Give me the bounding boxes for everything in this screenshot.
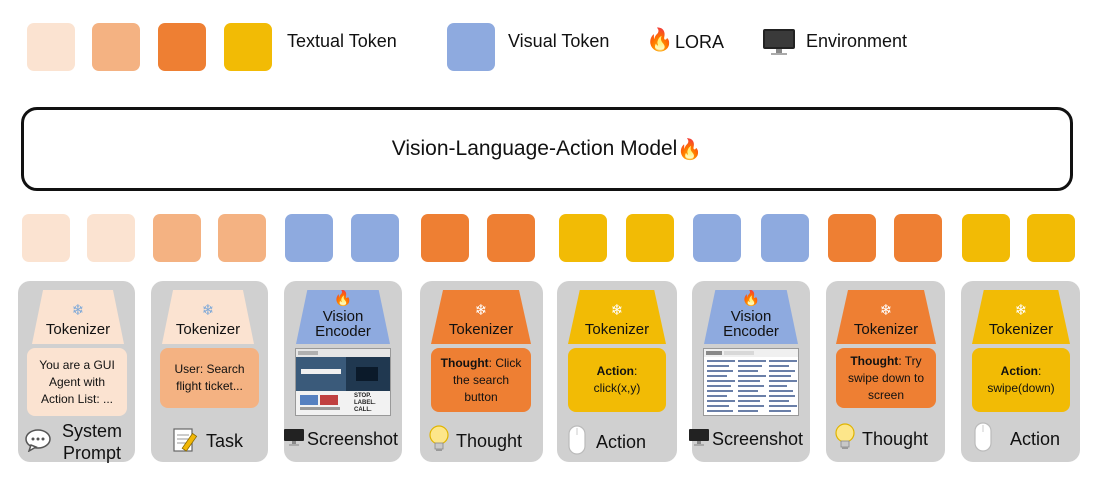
footer-thought-1: Thought: [428, 424, 522, 459]
snowflake-icon: ❄: [610, 302, 624, 319]
system-prompt-text: You are a GUI Agent with Action List: ..…: [27, 348, 127, 416]
legend-swatch-textual-light: [27, 23, 75, 71]
vision-encoder-1: 🔥 Vision Encoder: [296, 290, 390, 344]
snowflake-icon: ❄: [1014, 302, 1028, 319]
snowflake-icon: ❄: [879, 302, 893, 319]
fire-icon: 🔥: [646, 27, 674, 52]
tokenizer-thought-1: ❄ Tokenizer: [431, 290, 531, 344]
tokenizer-system-prompt: ❄ Tokenizer: [32, 290, 124, 344]
footer-screenshot-2: Screenshot: [688, 428, 803, 451]
screenshot-thumbnail: [703, 348, 799, 416]
thought-text-2: Thought: Try swipe down to screen: [836, 348, 936, 408]
token-square: [218, 214, 266, 262]
monitor-icon: [762, 28, 796, 61]
token-square: [626, 214, 674, 262]
footer-thought-2: Thought: [834, 422, 928, 457]
token-square: [22, 214, 70, 262]
tokenizer-task: ❄ Tokenizer: [162, 290, 254, 344]
mouse-icon: [974, 422, 992, 457]
footer-system-prompt: System Prompt: [25, 420, 128, 464]
action-text-2: Action: swipe(down): [972, 348, 1070, 412]
token-square: [285, 214, 333, 262]
screenshot-thumbnail: STOP. LABEL. CALL.: [295, 348, 391, 416]
mouse-icon: [568, 425, 586, 460]
legend-swatch-textual-mid: [92, 23, 140, 71]
token-square: [559, 214, 607, 262]
vla-model-box: Vision-Language-Action Model🔥: [21, 107, 1073, 191]
screenshot-sign-text: STOP. LABEL. CALL.: [354, 393, 376, 413]
fire-icon: 🔥: [333, 290, 353, 307]
legend-swatch-textual-yellow: [224, 23, 272, 71]
token-square: [693, 214, 741, 262]
legend-visual-label: Visual Token: [508, 31, 610, 51]
footer-action-1: Action: [568, 425, 646, 460]
tokenizer-thought-2: ❄ Tokenizer: [836, 290, 936, 344]
model-label: Vision-Language-Action Model: [391, 137, 678, 160]
lightbulb-icon: [834, 422, 856, 457]
footer-task: Task: [172, 425, 243, 458]
snowflake-icon: ❄: [71, 302, 85, 319]
task-text: User: Search flight ticket...: [160, 348, 259, 408]
tokenizer-action-1: ❄ Tokenizer: [568, 290, 666, 344]
notepad-pencil-icon: [172, 425, 200, 458]
vision-encoder-2: 🔥 Vision Encoder: [704, 290, 798, 344]
action-text-1: Action: click(x,y): [568, 348, 666, 412]
thought-text-1: Thought: Click the search button: [431, 348, 531, 412]
monitor-icon: [688, 428, 710, 451]
snowflake-icon: ❄: [474, 302, 488, 319]
snowflake-icon: ❄: [201, 302, 215, 319]
legend-swatch-visual: [447, 23, 495, 71]
fire-icon: 🔥: [677, 138, 703, 161]
token-square: [828, 214, 876, 262]
footer-screenshot-1: Screenshot: [283, 428, 398, 451]
token-square: [1027, 214, 1075, 262]
footer-action-2: Action: [974, 422, 1060, 457]
token-square: [153, 214, 201, 262]
token-square: [421, 214, 469, 262]
token-square: [962, 214, 1010, 262]
legend-lora-label: LORA: [675, 32, 725, 52]
token-square: [761, 214, 809, 262]
speech-bubble-icon: [25, 428, 51, 457]
legend-environment-label: Environment: [806, 31, 908, 51]
fire-icon: 🔥: [741, 290, 761, 307]
legend-swatch-textual-dark: [158, 23, 206, 71]
token-square: [351, 214, 399, 262]
token-square: [894, 214, 942, 262]
token-square: [487, 214, 535, 262]
monitor-icon: [283, 428, 305, 451]
token-square: [87, 214, 135, 262]
tokenizer-action-2: ❄ Tokenizer: [972, 290, 1070, 344]
legend-textual-label: Textual Token: [287, 31, 397, 51]
lightbulb-icon: [428, 424, 450, 459]
